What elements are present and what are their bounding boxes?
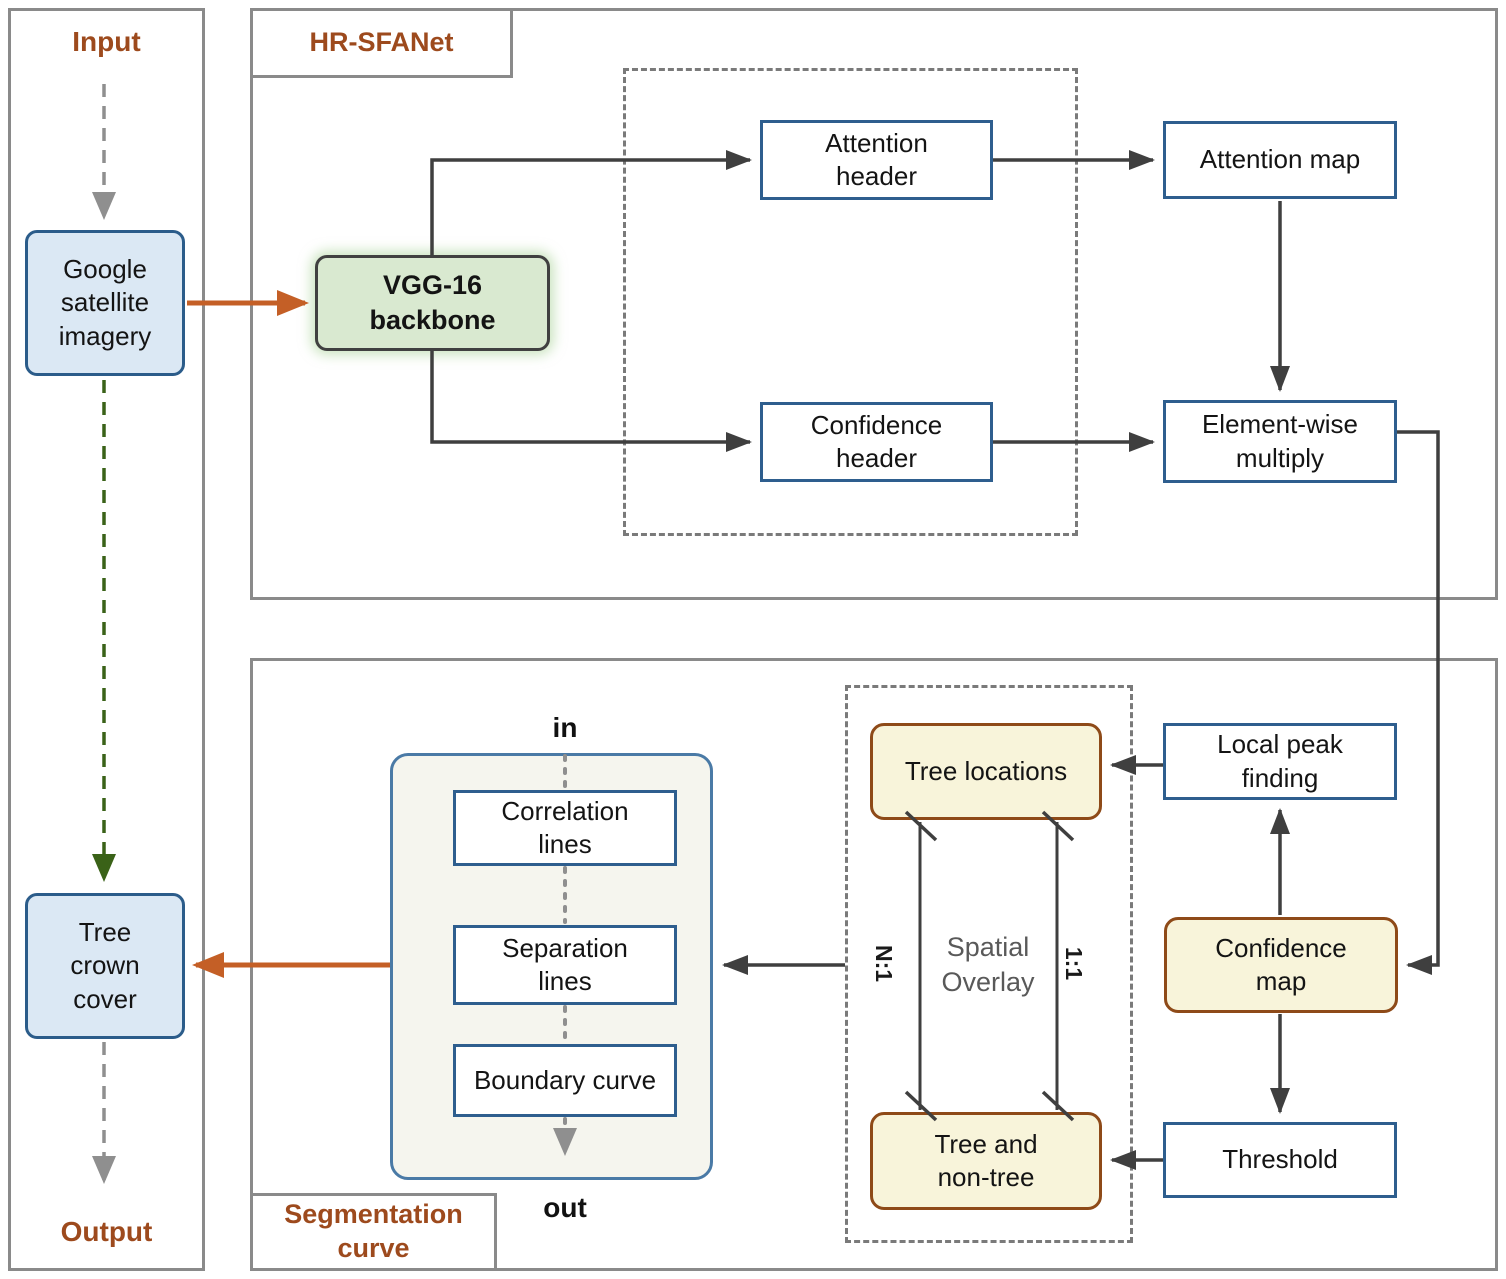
relation-tick [904, 810, 938, 842]
tree-crown-cover-box: Tree crown cover [25, 893, 185, 1039]
relation-tick [904, 1090, 938, 1122]
attention-map-box: Attention map [1163, 121, 1397, 199]
segmentation-title-box: Segmentation curve [250, 1193, 497, 1271]
separation-lines-box: Separation lines [453, 925, 677, 1005]
hrsfanet-title: HR-SFANet [309, 27, 454, 58]
local-peak-finding-box: Local peak finding [1163, 723, 1397, 800]
relation-tick [1041, 810, 1075, 842]
vgg16-backbone-box: VGG-16 backbone [315, 255, 550, 351]
attention-header-box: Attention header [760, 120, 993, 200]
segmentation-title-line2: curve [337, 1233, 410, 1263]
correlation-lines-box: Correlation lines [453, 790, 677, 866]
segmentation-title-line1: Segmentation [284, 1199, 463, 1230]
output-label: Output [60, 1216, 153, 1247]
relation-tick [1041, 1090, 1075, 1122]
out-label: out [543, 1192, 587, 1223]
arrow-vgg-to-attention-header [430, 150, 752, 255]
spatial-overlay-label: Spatial Overlay [941, 932, 1035, 998]
arrow-vgg-to-confidence-header [430, 351, 752, 452]
spatial-overlay-dashed-group [845, 685, 1133, 1243]
element-wise-multiply-box: Element-wise multiply [1163, 400, 1397, 483]
confidence-map-box: Confidence map [1164, 917, 1398, 1013]
in-label: in [552, 712, 578, 743]
google-satellite-imagery-box: Google satellite imagery [25, 230, 185, 376]
tree-and-non-tree-box: Tree and non-tree [870, 1112, 1102, 1210]
input-label: Input [72, 26, 141, 57]
threshold-box: Threshold [1163, 1122, 1397, 1198]
tree-locations-box: Tree locations [870, 723, 1102, 820]
hrsfanet-title-box: HR-SFANet [250, 8, 513, 78]
headers-dashed-group [623, 68, 1078, 536]
arrow-multiply-to-confidence-map [1397, 430, 1440, 975]
boundary-curve-box: Boundary curve [453, 1044, 677, 1117]
confidence-header-box: Confidence header [760, 402, 993, 482]
